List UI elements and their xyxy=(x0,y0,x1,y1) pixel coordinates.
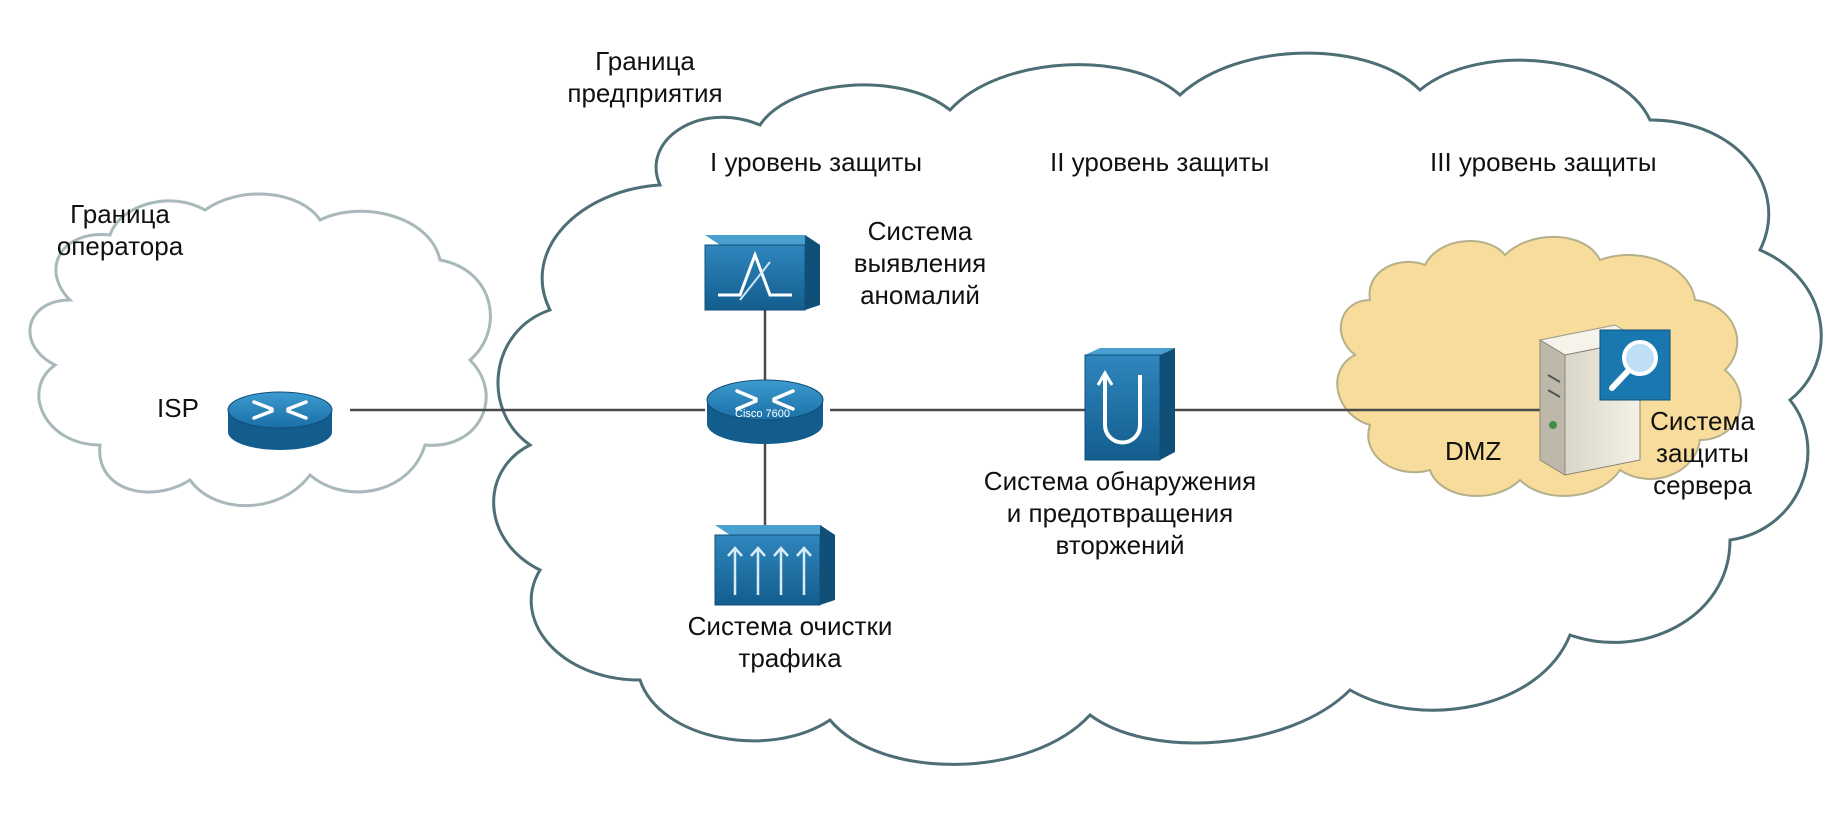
server-protection-line-3: сервера xyxy=(1653,470,1752,500)
ips-sensor-icon xyxy=(1084,348,1175,461)
enterprise-boundary-line-1: Граница xyxy=(595,46,695,76)
anomaly-guard-icon xyxy=(704,235,820,311)
cleaning-system-line-2: трафика xyxy=(738,643,842,673)
anomaly-system-line-2: выявления xyxy=(853,248,987,278)
operator-cloud xyxy=(28,192,492,508)
ips-system-line-3: вторжений xyxy=(1055,530,1185,560)
cleaning-system-label: Система очистки трафика xyxy=(665,610,915,674)
operator-boundary-line-1: Граница xyxy=(70,199,170,229)
ips-system-line-1: Система обнаружения xyxy=(983,466,1257,496)
server-protection-label: Система защиты сервера xyxy=(1630,405,1775,501)
traffic-cleaner-icon xyxy=(714,525,835,606)
protection-level-3: III уровень защиты xyxy=(1430,147,1657,177)
core-router-icon xyxy=(706,379,824,444)
operator-boundary-label: Граница оператора xyxy=(40,198,200,262)
anomaly-system-line-1: Система xyxy=(867,216,973,246)
cleaning-system-line-1: Система очистки xyxy=(687,611,893,641)
server-protection-line-2: защиты xyxy=(1656,438,1749,468)
network-links xyxy=(350,310,1560,525)
server-protection-line-1: Система xyxy=(1650,406,1755,436)
dmz-label: DMZ xyxy=(1445,436,1502,466)
ips-system-label: Система обнаружения и предотвращения вто… xyxy=(950,465,1290,561)
anomaly-system-line-3: аномалий xyxy=(860,280,980,310)
magnifier-shield-icon xyxy=(1599,329,1671,401)
operator-boundary-line-2: оператора xyxy=(56,231,184,261)
anomaly-system-label: Система выявления аномалий xyxy=(840,215,1000,311)
enterprise-boundary-label: Граница предприятия xyxy=(560,45,730,109)
protection-level-1: I уровень защиты xyxy=(710,147,923,177)
ips-system-line-2: и предотвращения xyxy=(1006,498,1234,528)
isp-router-icon xyxy=(227,391,333,450)
isp-label: ISP xyxy=(157,393,199,423)
enterprise-boundary-line-2: предприятия xyxy=(567,78,723,108)
core-router-model-label: Cisco 7600 xyxy=(735,408,791,420)
protection-level-2: II уровень защиты xyxy=(1050,147,1270,177)
